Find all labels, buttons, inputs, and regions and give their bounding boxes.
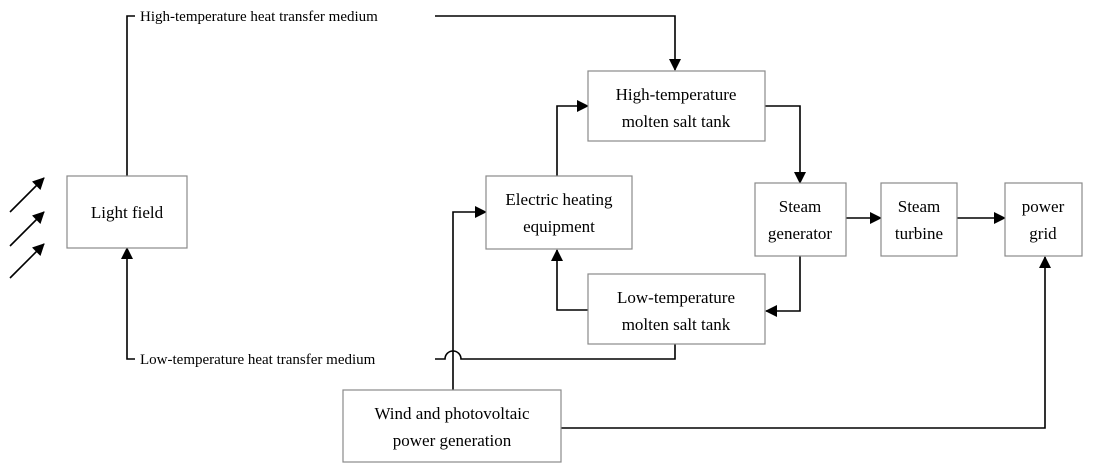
power-grid-label-line1: power [1022,197,1065,216]
steam-generator-box: Steam generator [754,182,847,257]
steam-gen-label-line1: Steam [779,197,822,216]
ht-tank-label-line2: molten salt tank [622,112,731,131]
power-grid-label-line2: grid [1029,224,1057,243]
sun-rays-icon [9,177,45,279]
light-field-label: Light field [91,203,164,222]
renewables-label-line1: Wind and photovoltaic [374,404,530,423]
light-field-box: Light field [66,175,188,249]
power-grid-box: power grid [1004,182,1083,257]
renewables-label-line2: power generation [393,431,512,450]
ht-medium-label: High-temperature heat transfer medium [140,9,378,25]
lt-tank-label-line2: molten salt tank [622,315,731,334]
ht-tank-label-line1: High-temperature [616,85,737,104]
steam-turbine-label-line2: turbine [895,224,943,243]
heater-box: Electric heating equipment [485,175,633,250]
lt-tank-to-heater [551,249,588,311]
renewables-box: Wind and photovoltaic power generation [342,389,562,463]
lt-medium-label: Low-temperature heat transfer medium [140,352,376,368]
renewables-to-heater [452,206,487,390]
steam-gen-label-line2: generator [768,224,833,243]
renewables-to-grid [561,256,1051,429]
lt-tank-box: Low-temperature molten salt tank [587,273,766,345]
lt-medium-line [435,344,676,360]
ht-medium-line [126,15,135,176]
ht-tank-to-steam-gen [765,105,806,184]
connections [121,15,1051,429]
lt-tank-label-line1: Low-temperature [617,288,735,307]
steam-turbine-box: Steam turbine [880,182,958,257]
ht-tank-box: High-temperature molten salt tank [587,70,766,142]
heater-label-line2: equipment [523,217,595,236]
steam-gen-to-lt-tank [765,256,801,317]
heater-to-ht-tank [556,100,589,176]
steam-turbine-label-line1: Steam [898,197,941,216]
heater-label-line1: Electric heating [505,190,613,209]
